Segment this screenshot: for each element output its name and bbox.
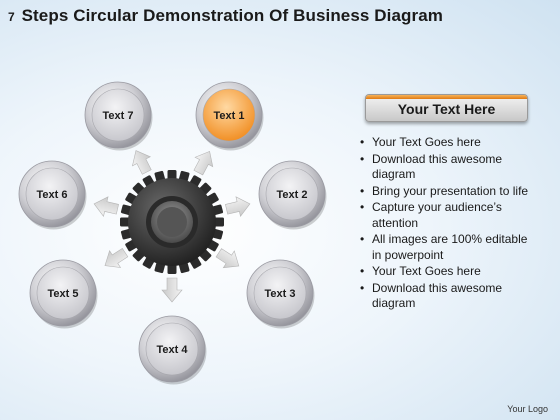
panel-header-label: Your Text Here — [397, 101, 496, 117]
gear-wheel-icon — [120, 170, 224, 274]
step-label: Text 6 — [37, 189, 68, 201]
bullet-item: Capture your audience’s attention — [356, 200, 540, 231]
step-label: Text 2 — [277, 189, 308, 201]
step-circle-2: Text 2 — [258, 160, 327, 230]
flow-arrow — [131, 150, 152, 175]
step-circle-1: Text 1 — [195, 81, 264, 151]
step-circle-7: Text 7 — [84, 81, 153, 151]
step-label: Text 7 — [103, 110, 134, 122]
step-circle-6: Text 6 — [18, 160, 87, 230]
step-label: Text 4 — [157, 344, 189, 356]
page-title: 7 Steps Circular Demonstration Of Busine… — [8, 6, 556, 26]
flow-arrow — [215, 248, 240, 269]
flow-arrow — [225, 196, 251, 217]
flow-arrow — [193, 150, 214, 176]
bullet-item: Download this awesome diagram — [356, 281, 540, 312]
step-circle-4: Text 4 — [138, 315, 207, 385]
step-label: Text 5 — [48, 288, 79, 300]
step-label: Text 1 — [214, 110, 245, 122]
footer-logo-text: Your Logo — [507, 404, 548, 414]
title-number: 7 — [8, 10, 15, 24]
flow-arrow — [93, 196, 119, 217]
title-text: Steps Circular Demonstration Of Business… — [21, 6, 444, 25]
bullet-item: Your Text Goes here — [356, 135, 540, 151]
step-circle-3: Text 3 — [246, 259, 315, 329]
bullet-list: Your Text Goes here Download this awesom… — [356, 135, 540, 313]
panel-header: Your Text Here — [365, 94, 528, 122]
bullet-item: All images are 100% editable in powerpoi… — [356, 232, 540, 263]
arrows-group — [93, 150, 251, 303]
bullet-item: Bring your presentation to life — [356, 184, 540, 200]
bullet-item: Download this awesome diagram — [356, 152, 540, 183]
panel-header-accent — [366, 95, 527, 99]
flow-arrow — [161, 277, 183, 303]
step-label: Text 3 — [265, 288, 296, 300]
step-circle-5: Text 5 — [29, 259, 98, 329]
bullet-item: Your Text Goes here — [356, 264, 540, 280]
flow-arrow — [104, 247, 129, 268]
